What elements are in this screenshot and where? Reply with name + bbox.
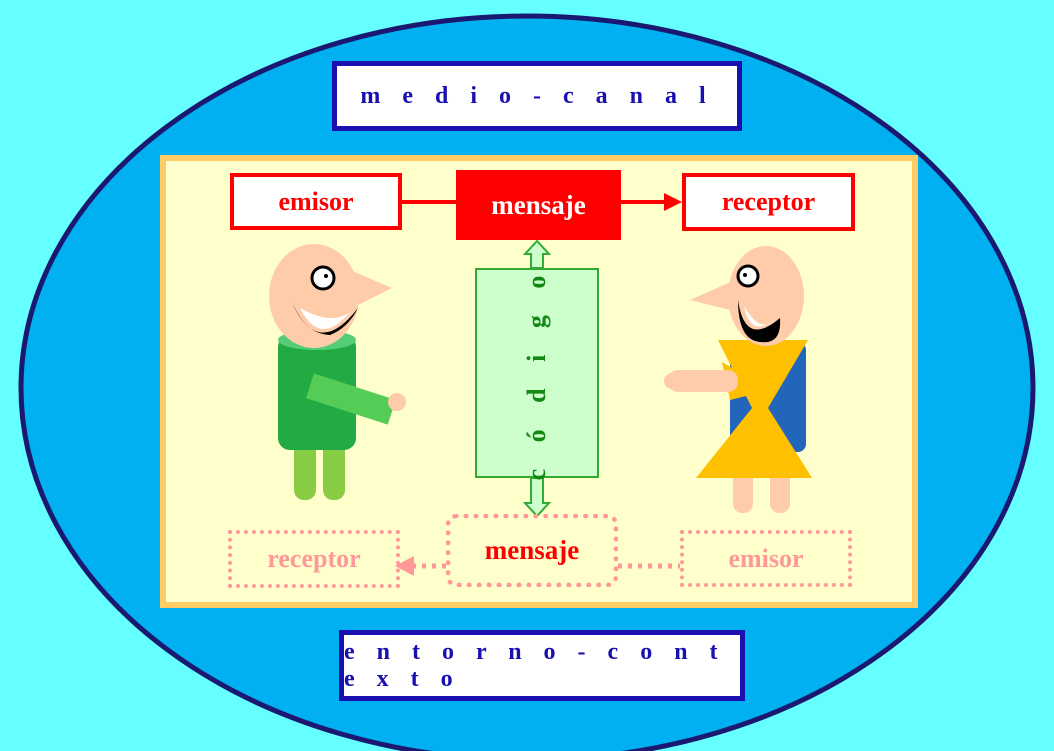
left-person-illustration — [269, 244, 406, 500]
mensaje-bottom-label: mensaje — [446, 514, 618, 587]
receptor-bottom-label: receptor — [228, 530, 400, 588]
emisor-bottom-label: emisor — [680, 530, 852, 587]
right-person-illustration — [664, 246, 812, 513]
codigo-label: c ó d i g o — [522, 265, 551, 481]
arrow-right-icon — [621, 193, 682, 211]
medio-canal-label: m e d i o - c a n a l — [332, 61, 742, 131]
arrow-left-icon — [395, 556, 446, 576]
codigo-box: c ó d i g o — [475, 265, 599, 481]
receptor-top-label: receptor — [682, 173, 855, 231]
double-arrow-icon — [522, 239, 552, 518]
entorno-contexto-label: e n t o r n o - c o n t e x t o — [339, 630, 745, 701]
mensaje-top-label: mensaje — [456, 170, 621, 240]
emisor-top-label: emisor — [230, 173, 402, 230]
